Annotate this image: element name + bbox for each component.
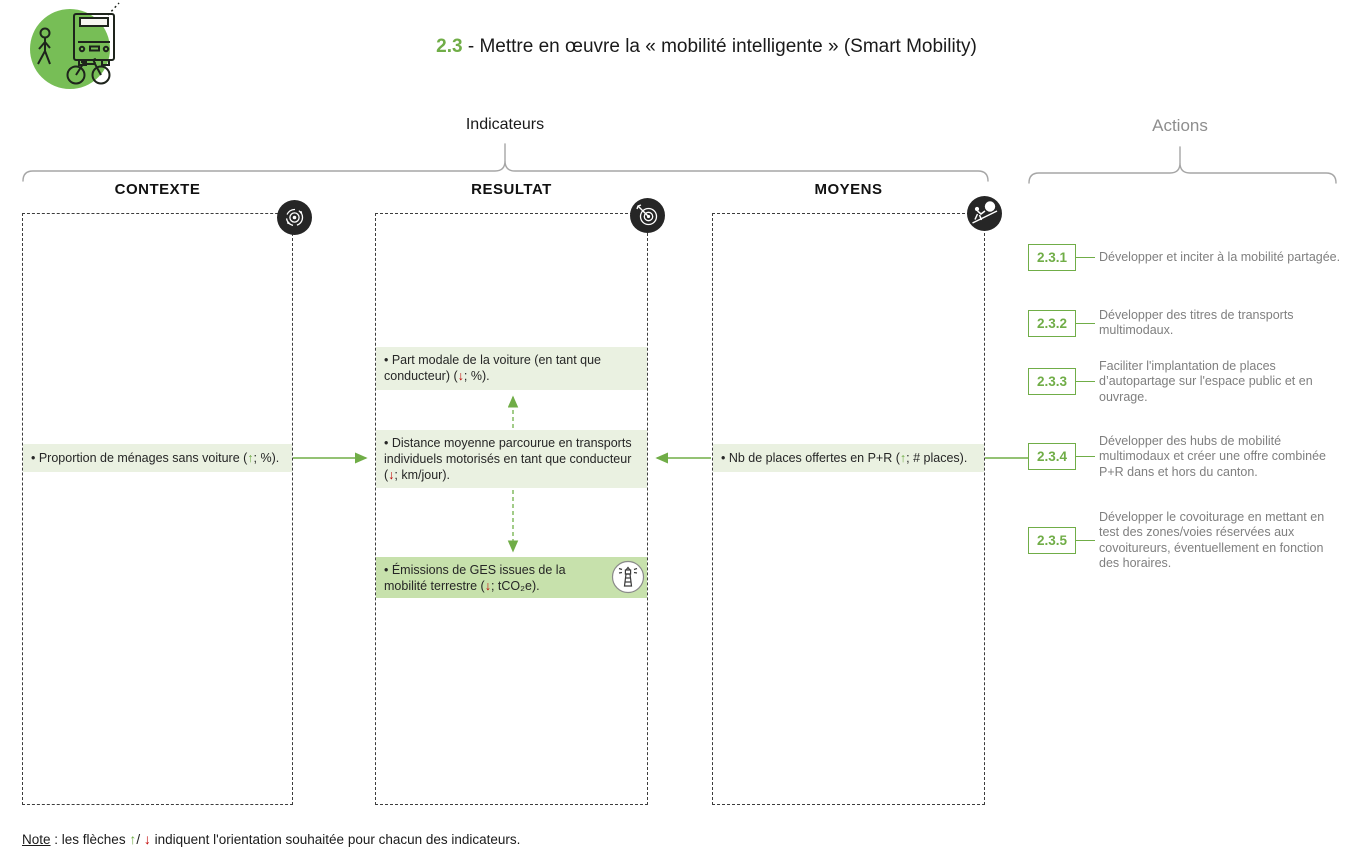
up-arrow: ↑ <box>247 451 254 465</box>
contexte-box <box>22 213 293 805</box>
page-title: 2.3 - Mettre en œuvre la « mobilité inte… <box>0 36 1355 58</box>
resultat-box <box>375 213 648 805</box>
indicator-text: • Proportion de ménages sans voiture ( <box>31 451 248 465</box>
up-arrow: ↑ <box>899 451 907 465</box>
note-separator: / <box>136 832 144 847</box>
moyens-box <box>712 213 985 805</box>
indicator-text: • Émissions de GES issues de la mobilité… <box>384 563 566 593</box>
action-code-badge: 2.3.4 <box>1028 443 1076 471</box>
action-code-badge: 2.3.5 <box>1028 527 1076 554</box>
up-arrow: ↑ <box>129 831 137 847</box>
action-connector <box>1076 381 1095 383</box>
action-code-badge: 2.3.1 <box>1028 244 1076 271</box>
indicator-moyens-item: • Nb de places offertes en P+R (↑; # pla… <box>713 444 984 472</box>
action-connector <box>1076 456 1095 458</box>
footnote: Note : les flèches ↑/ ↓ indiquent l'orie… <box>22 831 520 847</box>
action-row-234: 2.3.4 Développer des hubs de mobilité mu… <box>1028 434 1346 480</box>
down-arrow: ↓ <box>143 831 151 847</box>
action-row-233: 2.3.3 Faciliter l'implantation de places… <box>1028 359 1346 405</box>
action-row-232: 2.3.2 Développer des titres de transport… <box>1028 308 1346 339</box>
action-description: Développer des titres de transports mult… <box>1099 308 1294 338</box>
action-connector <box>1076 322 1095 324</box>
action-code-badge: 2.3.3 <box>1028 368 1076 396</box>
indicator-contexte-item: • Proportion de ménages sans voiture (↑;… <box>23 444 292 472</box>
down-arrow: ↓ <box>484 579 491 593</box>
action-description: Faciliter l'implantation de places d’aut… <box>1099 359 1313 404</box>
action-description: Développer le covoiturage en mettant en … <box>1099 510 1325 570</box>
indicator-text: • Nb de places offertes en P+R ( <box>721 451 900 465</box>
lighthouse-icon <box>611 560 645 594</box>
indicateurs-header: Indicateurs <box>465 116 545 133</box>
indicator-resultat-item-3: • Émissions de GES issues de la mobilité… <box>376 557 647 598</box>
indicator-unit: ; # places). <box>906 451 968 465</box>
indicator-text: • Distance moyenne parcourue en transpor… <box>384 436 632 482</box>
action-description: Développer et inciter à la mobilité part… <box>1099 249 1341 264</box>
down-arrow: ↓ <box>457 369 464 383</box>
actions-brace <box>1028 146 1337 184</box>
resultat-label: RESULTAT <box>471 181 552 198</box>
action-connector <box>1076 540 1095 541</box>
actions-header: Actions <box>1152 116 1208 135</box>
title-number: 2.3 <box>436 36 463 57</box>
target-icon <box>630 198 665 233</box>
note-text: : les flèches <box>50 832 130 847</box>
indicator-resultat-item-1: • Part modale de la voiture (en tant que… <box>376 347 647 390</box>
indicator-resultat-item-2: • Distance moyenne parcourue en transpor… <box>376 430 647 488</box>
indicator-text: • Part modale de la voiture (en tant que… <box>384 353 602 383</box>
action-description: Développer des hubs de mobilité multimod… <box>1099 434 1326 479</box>
indicateurs-brace <box>22 143 989 182</box>
indicator-unit: ; %). <box>463 369 490 383</box>
action-connector <box>1076 257 1095 258</box>
mobility-logo <box>30 2 120 89</box>
note-label: Note <box>22 832 51 847</box>
indicator-unit: ; %). <box>253 451 280 465</box>
moyens-label: MOYENS <box>814 181 883 198</box>
title-text: - Mettre en œuvre la « mobilité intellig… <box>462 36 977 57</box>
down-arrow: ↓ <box>388 468 395 482</box>
note-text: indiquent l'orientation souhaitée pour c… <box>150 832 521 847</box>
action-code-badge: 2.3.2 <box>1028 309 1076 337</box>
context-radar-icon <box>277 200 312 235</box>
action-row-231: 2.3.1 Développer et inciter à la mobilit… <box>1028 244 1346 271</box>
contexte-label: CONTEXTE <box>114 181 201 198</box>
indicator-unit: ; km/jour). <box>394 468 450 482</box>
effort-push-ball-icon <box>967 196 1002 231</box>
indicator-unit: ; tCO₂e). <box>490 579 540 593</box>
action-row-235: 2.3.5 Développer le covoiturage en metta… <box>1028 510 1346 571</box>
